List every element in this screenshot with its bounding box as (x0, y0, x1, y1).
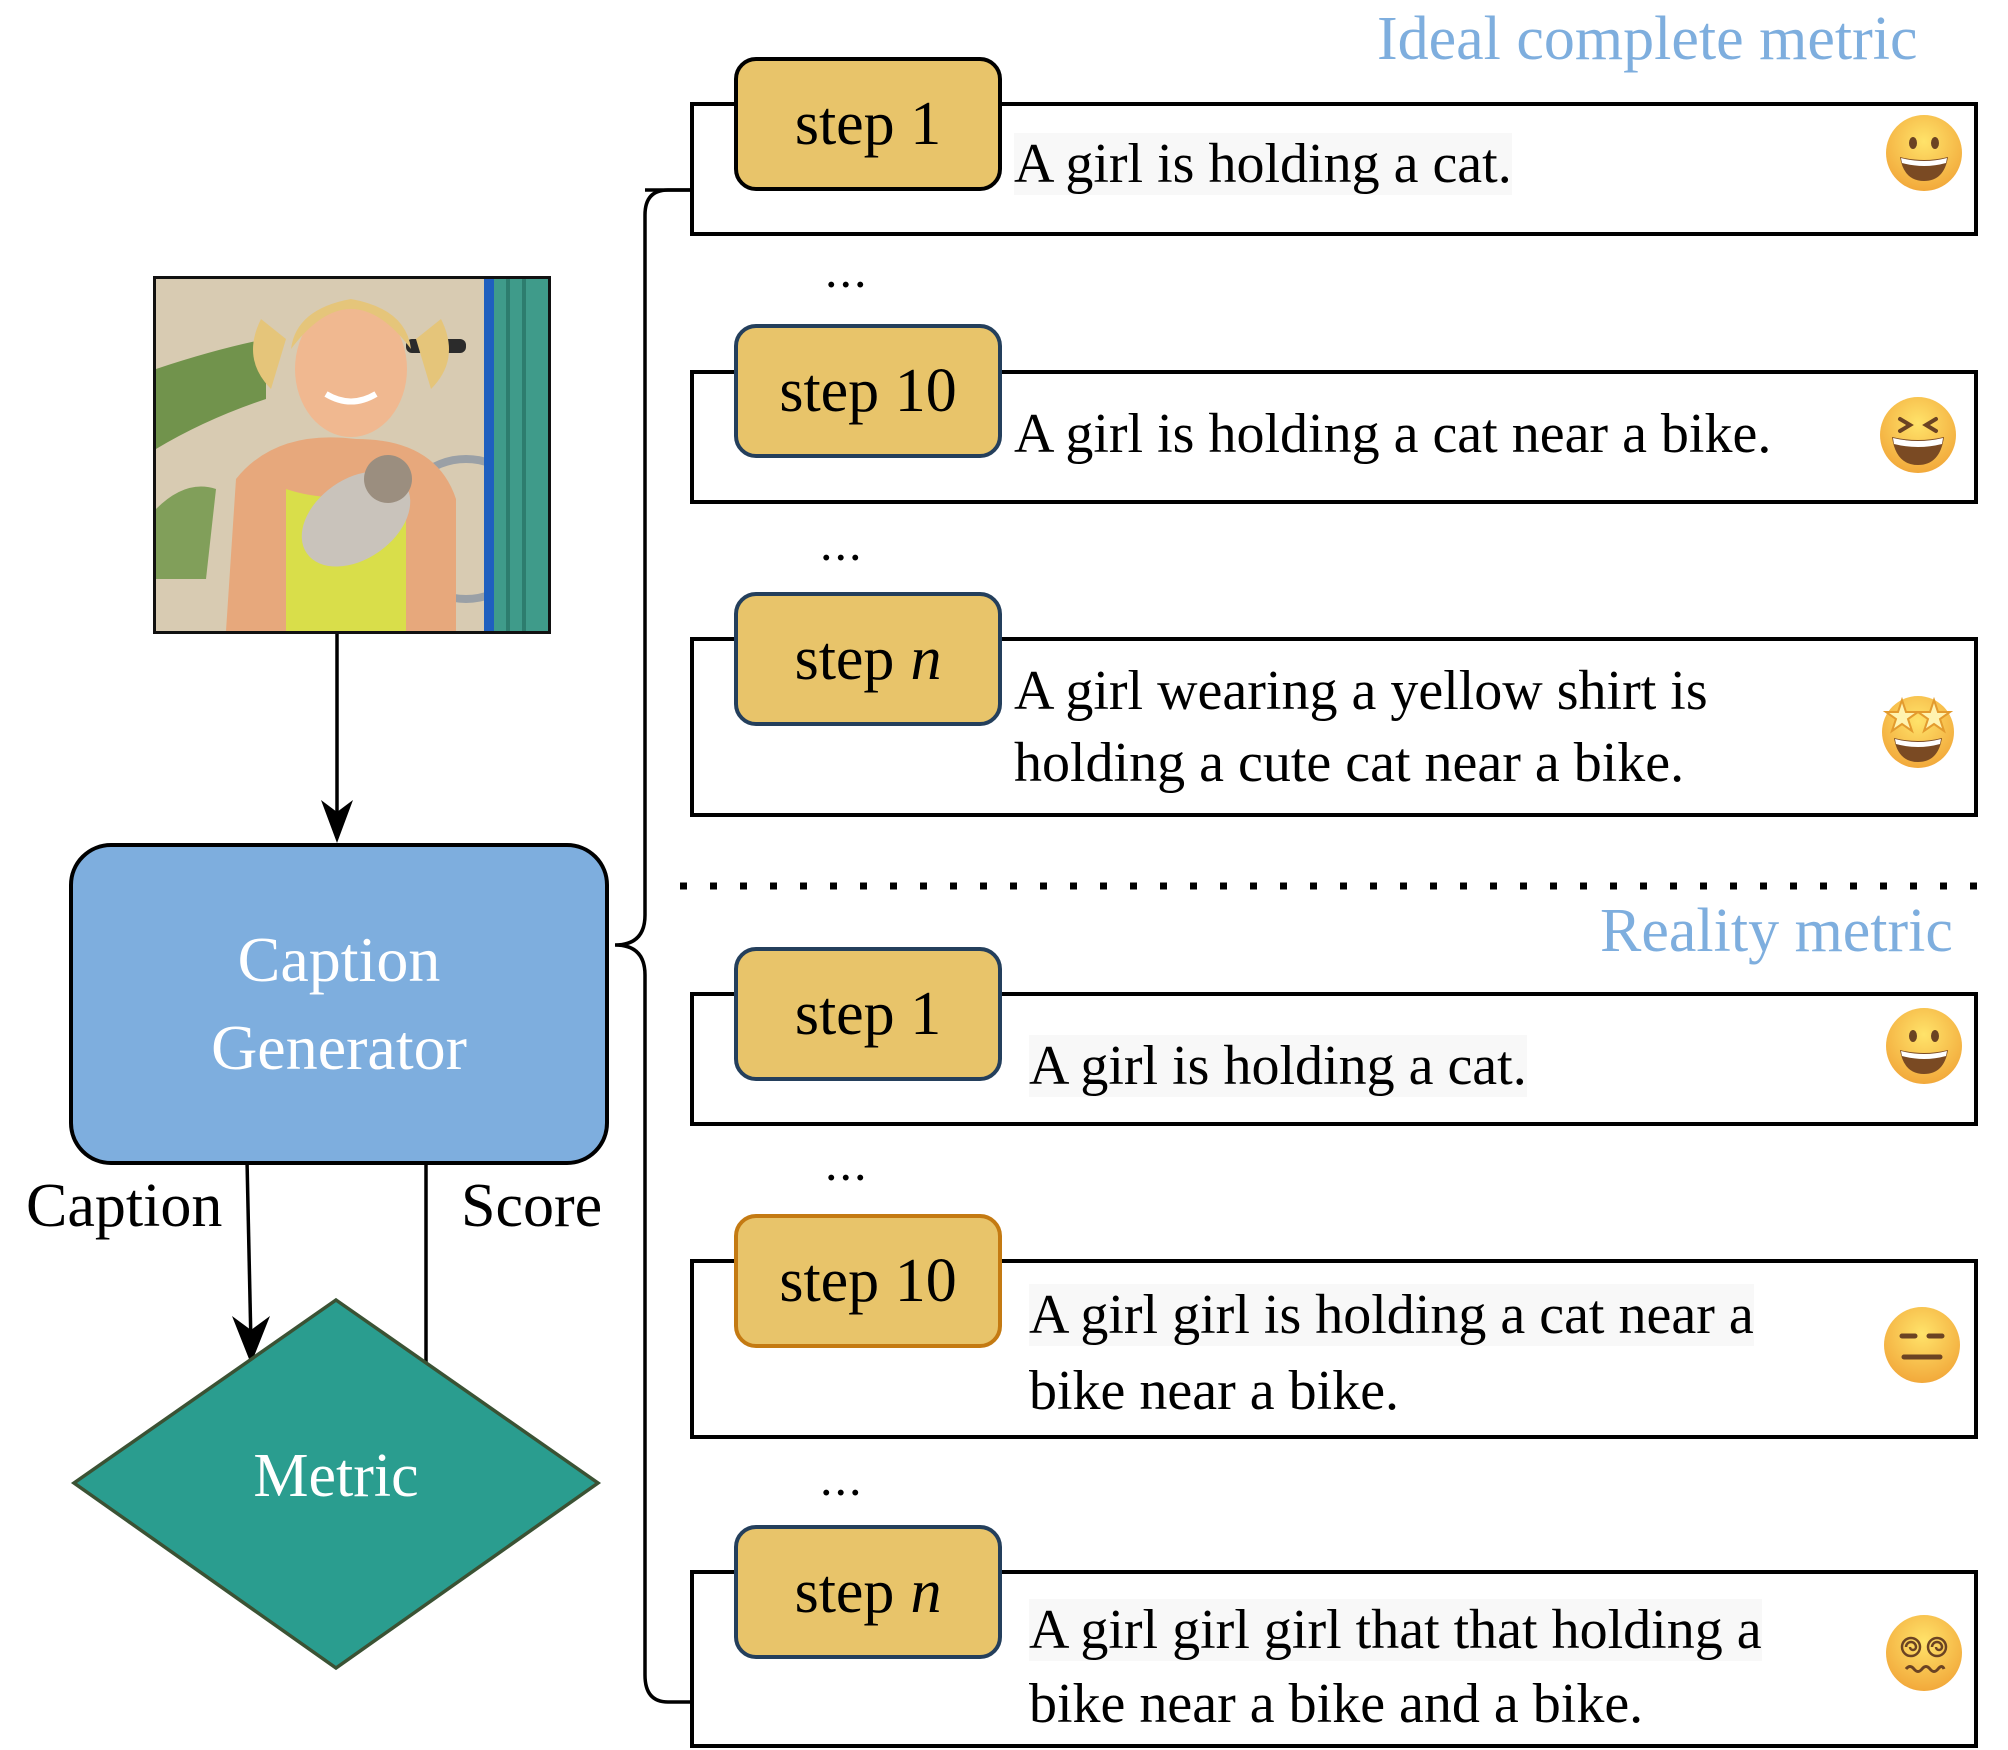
step-prefix: step (794, 89, 895, 158)
reality-section-title: Reality metric (1600, 897, 1953, 965)
dizzy-face-icon (1886, 1615, 1962, 1691)
ideal-caption-3: A girl wearing a yellow shirt is holding… (1014, 655, 1708, 799)
caption-generator-label-line1: Caption (237, 924, 441, 995)
step-number: n (910, 624, 942, 693)
caption-line: A girl girl girl that that holding a (1029, 1599, 1762, 1661)
arrowhead-image-to-generator (321, 800, 353, 843)
step-number: 10 (894, 356, 957, 425)
caption-line: A girl is holding a cat. (1029, 1035, 1527, 1097)
ellipsis-1: ... (825, 242, 869, 298)
ideal-step-1-badge: step 1 (734, 57, 1002, 191)
ideal-caption-2: A girl is holding a cat near a bike. (1014, 398, 1771, 470)
step-prefix: step (794, 1557, 895, 1626)
step-prefix: step (779, 356, 880, 425)
score-flow-label: Score (461, 1172, 603, 1240)
grinning-face-icon (1886, 1008, 1962, 1084)
caption-generator-label-line2: Generator (211, 1012, 467, 1083)
caption-line: bike near a bike. (1029, 1360, 1400, 1422)
caption-line: bike near a bike and a bike. (1029, 1673, 1644, 1735)
step-prefix: step (794, 624, 895, 693)
caption-line: holding a cute cat near a bike. (1014, 732, 1685, 794)
step-number: 10 (894, 1246, 957, 1315)
reality-caption-2: A girl girl is holding a cat near a bike… (1029, 1277, 1754, 1429)
caption-flow-label: Caption (26, 1172, 223, 1240)
arrow-caption (245, 1159, 253, 1346)
caption-line: A girl is holding a cat near a bike. (1014, 403, 1772, 465)
step-prefix: step (794, 979, 895, 1048)
ideal-step-10-badge: step 10 (734, 324, 1002, 458)
metric-diamond[interactable] (70, 1297, 602, 1671)
star-struck-face-icon (1882, 696, 1954, 768)
reality-step-10-badge: step 10 (734, 1214, 1002, 1348)
reality-caption-3: A girl girl girl that that holding a bik… (1029, 1593, 1762, 1741)
ellipsis-2: ... (820, 515, 864, 571)
grinning-squinting-face-icon (1880, 397, 1956, 473)
reality-caption-1: A girl is holding a cat. (1029, 1030, 1527, 1102)
ellipsis-3: ... (825, 1135, 869, 1191)
metric-label: Metric (253, 1442, 419, 1510)
step-number: 1 (910, 89, 942, 158)
ellipsis-4: ... (820, 1450, 864, 1506)
ideal-caption-1: A girl is holding a cat. (1014, 128, 1512, 200)
arrowhead-caption (232, 1316, 270, 1364)
grinning-face-icon (1886, 115, 1962, 191)
photo-illustration (156, 279, 548, 631)
caption-line: A girl girl is holding a cat near a (1029, 1284, 1754, 1346)
step-number: n (910, 1557, 942, 1626)
reality-step-1-badge: step 1 (734, 947, 1002, 1081)
step-number: 1 (910, 979, 942, 1048)
caption-generator-box[interactable]: Caption Generator (69, 843, 609, 1165)
step-prefix: step (779, 1246, 880, 1315)
input-photo (153, 276, 551, 634)
caption-line: A girl wearing a yellow shirt is (1014, 660, 1708, 722)
caption-line: A girl is holding a cat. (1014, 133, 1512, 195)
curly-brace (614, 188, 690, 1704)
expressionless-face-icon (1884, 1307, 1960, 1383)
ideal-section-title: Ideal complete metric (1377, 5, 1918, 73)
